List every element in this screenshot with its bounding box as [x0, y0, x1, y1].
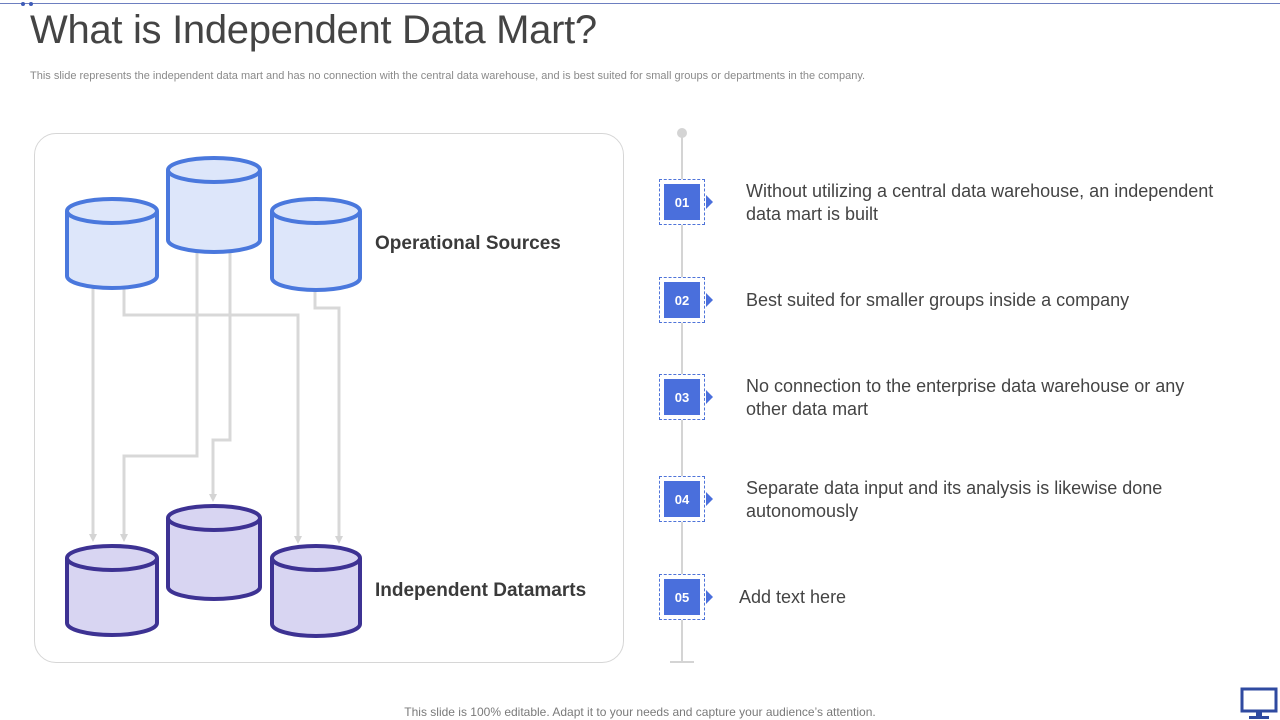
step-text-05: Add text here: [739, 587, 847, 607]
connector-3: [120, 252, 199, 542]
pointer-arrow-icon: [706, 390, 713, 404]
pointer-arrow-icon: [706, 195, 713, 209]
page-subtitle: This slide represents the independent da…: [30, 70, 866, 82]
pointer-arrow-icon: [706, 293, 713, 307]
independent-datamarts-label: Independent Datamarts: [375, 580, 587, 601]
timeline-start-dot: [677, 128, 687, 138]
connector-2: [122, 288, 302, 544]
page-title: What is Independent Data Mart?: [30, 8, 597, 52]
step-number: 05: [664, 579, 700, 615]
pointer-arrow-icon: [706, 590, 713, 604]
top-rule: [0, 3, 1280, 4]
step-number: 04: [664, 481, 700, 517]
step-text-03: No connection to the enterprise data war…: [746, 376, 1185, 419]
step-badge-05: 05: [659, 574, 713, 620]
datamart-db-2: [166, 504, 262, 601]
step-badge-01: 01: [659, 179, 713, 225]
connector-5: [313, 290, 343, 544]
step-badge-03: 03: [659, 374, 713, 420]
timeline-end-cap: [670, 661, 694, 663]
datamart-db-1: [65, 544, 159, 637]
datamart-db-3: [270, 544, 362, 638]
step-number: 01: [664, 184, 700, 220]
source-db-1: [65, 197, 159, 290]
step-number: 03: [664, 379, 700, 415]
step-badge-04: 04: [659, 476, 713, 522]
source-db-2: [166, 156, 262, 254]
step-text-02: Best suited for smaller groups inside a …: [746, 290, 1130, 310]
connector-4: [209, 252, 232, 502]
data-mart-diagram: [65, 156, 362, 638]
monitor-icon: [1240, 687, 1278, 719]
step-badge-02: 02: [659, 277, 713, 323]
step-text-01: Without utilizing a central data warehou…: [746, 181, 1214, 224]
pointer-arrow-icon: [706, 492, 713, 506]
footer-note: This slide is 100% editable. Adapt it to…: [404, 705, 876, 719]
step-text-04: Separate data input and its analysis is …: [746, 478, 1163, 521]
operational-sources-label: Operational Sources: [375, 233, 561, 254]
source-db-3: [270, 197, 362, 292]
top-dots-decoration: [21, 2, 33, 6]
connector-lines: [89, 252, 343, 544]
step-number: 02: [664, 282, 700, 318]
